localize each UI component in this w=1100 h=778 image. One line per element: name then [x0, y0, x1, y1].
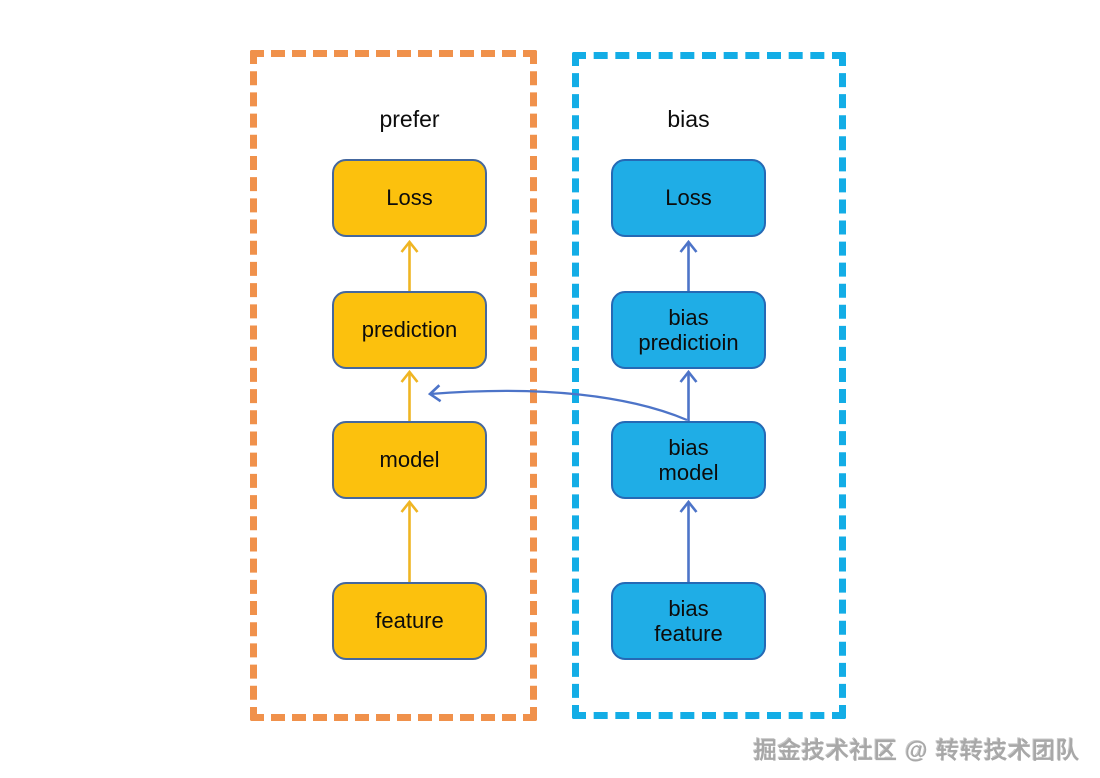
node-bias-loss: Loss: [611, 159, 766, 237]
prefer-group-frame: [250, 50, 537, 721]
prefer-group-label: prefer: [379, 106, 440, 132]
bias-group-frame: [572, 52, 846, 719]
node-bias-prediction: bias predictioin: [611, 291, 766, 369]
node-prefer-model: model: [332, 421, 487, 499]
bias-group-label: bias: [667, 106, 710, 132]
node-bias-model: bias model: [611, 421, 766, 499]
node-prefer-loss: Loss: [332, 159, 487, 237]
node-prefer-prediction: prediction: [332, 291, 487, 369]
node-bias-feature: bias feature: [611, 582, 766, 660]
node-prefer-feature: feature: [332, 582, 487, 660]
watermark: 掘金技术社区 @ 转转技术团队: [753, 737, 1080, 763]
